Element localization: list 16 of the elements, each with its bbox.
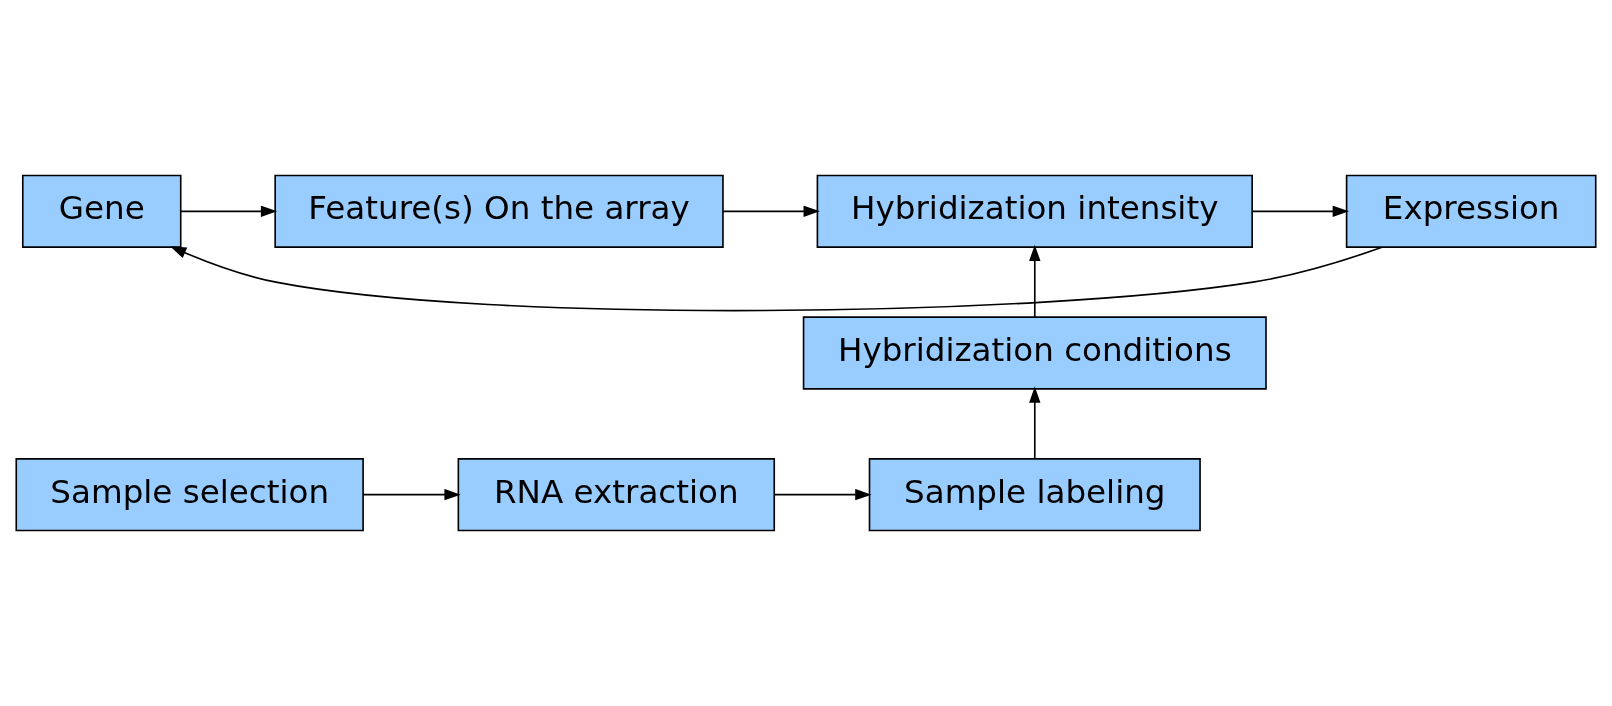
- arrow: [1029, 244, 1041, 318]
- node-box: RNA extraction: [457, 458, 776, 532]
- arrow: [1251, 205, 1349, 218]
- arrow: [773, 488, 872, 501]
- node-box: Sample selection: [15, 458, 364, 532]
- node-box: Expression: [1345, 174, 1597, 248]
- node-box: Hybridization conditions: [802, 316, 1267, 390]
- node-box: Feature(s) On the array: [274, 174, 724, 248]
- node-box: Hybridization intensity: [816, 174, 1253, 248]
- arrow: [1029, 386, 1041, 460]
- arrow: [180, 205, 278, 218]
- arrow: [362, 488, 461, 501]
- arrow: [722, 205, 820, 218]
- node-box: Sample labeling: [868, 458, 1201, 532]
- node-box: Gene: [21, 174, 182, 248]
- arrow: [170, 246, 1383, 312]
